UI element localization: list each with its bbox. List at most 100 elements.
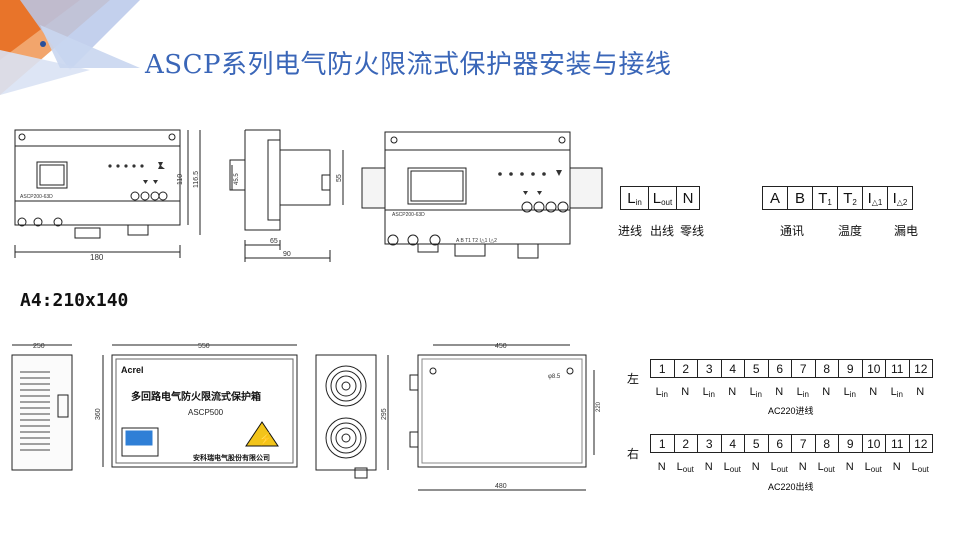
device-front-view: [14, 129, 201, 258]
corner-decoration: [0, 0, 140, 95]
terminal-cell: B: [787, 186, 813, 210]
right-caption: AC220出线: [768, 482, 814, 492]
signal-sub: out: [729, 465, 741, 474]
terminal-cell: Lin: [620, 186, 649, 210]
left-caption: AC220进线: [768, 406, 814, 416]
terminal-number: 11: [885, 434, 910, 453]
signal-main: N: [751, 461, 760, 473]
terminal-number: 10: [861, 359, 886, 378]
signal-main: N: [681, 386, 690, 398]
dim-height-total: 116.5: [193, 171, 200, 188]
terminal-signal: N: [791, 461, 815, 473]
signal-sub: 2: [852, 197, 857, 207]
signal-main: I: [892, 189, 897, 207]
rail-term-labels: A B T1 T2 I△1 I△2: [456, 238, 497, 244]
signal-main: L: [911, 461, 918, 473]
signal-main: N: [892, 461, 901, 473]
dim-box-front-height: 360: [95, 408, 102, 420]
box-company: 安科瑞电气股份有限公司: [193, 453, 270, 462]
terminal-number: 3: [697, 434, 722, 453]
signal-sub: in: [635, 197, 642, 207]
device-side-view: [229, 129, 344, 262]
signal-sub: in: [802, 390, 809, 399]
signal-sub: in: [849, 390, 856, 399]
rail-model-text: ASCP200-63D: [392, 212, 425, 218]
signal-sub: out: [823, 465, 835, 474]
terminal-signal: Lout: [862, 461, 886, 474]
signal-sub: △2: [896, 197, 908, 207]
terminal-signal: Lout: [768, 461, 792, 474]
terminal-signal: N: [862, 386, 886, 398]
terminal-number: 10: [861, 434, 886, 453]
signal-main: L: [702, 386, 709, 398]
dim-box-side-width: 250: [33, 343, 45, 350]
terminal-signal: Lin: [697, 386, 721, 399]
terminal-number: 4: [720, 359, 745, 378]
terminal-signal: Lout: [674, 461, 698, 474]
label-leak: 漏电: [894, 224, 919, 238]
dim-side-depth: 65: [270, 238, 278, 245]
left-side-label: 左: [627, 372, 640, 386]
terminal-number: 2: [673, 359, 698, 378]
terminal-number: 1: [650, 434, 675, 453]
signal-main: L: [655, 386, 662, 398]
signal-main: L: [770, 461, 777, 473]
signal-main: I: [867, 189, 872, 207]
signal-main: N: [822, 386, 831, 398]
box-model: ASCP500: [188, 408, 224, 417]
terminal-signal: Lin: [744, 386, 768, 399]
signal-sub: out: [917, 465, 929, 474]
terminal-number: 12: [908, 359, 933, 378]
terminal-signal: N: [885, 461, 909, 473]
terminal-cell: T1: [812, 186, 838, 210]
label-neutral: 零线: [680, 224, 705, 238]
signal-main: N: [798, 461, 807, 473]
dim-height: 110: [177, 174, 184, 185]
signal-main: N: [657, 461, 666, 473]
terminal-signal: N: [674, 386, 698, 398]
terminal-signal: N: [721, 386, 745, 398]
terminal-signal: Lin: [885, 386, 909, 399]
terminal-signal: N: [650, 461, 674, 473]
signal-main: A: [769, 189, 780, 207]
box-brand: Acrel: [121, 365, 144, 375]
dim-back-c: 220: [596, 401, 602, 412]
terminal-signal: N: [744, 461, 768, 473]
terminal-number: 2: [673, 434, 698, 453]
box-front-view: ⚡: [102, 344, 298, 468]
terminal-number: 6: [767, 434, 792, 453]
dim-box-rear-height: 295: [381, 408, 388, 420]
terminal-signal: N: [838, 461, 862, 473]
box-fan-view: [315, 354, 389, 479]
signal-sub: in: [661, 390, 668, 399]
terminal-cell: I△1: [862, 186, 888, 210]
signal-sub: out: [661, 197, 673, 207]
signal-main: T: [818, 189, 828, 207]
terminal-number: 7: [791, 434, 816, 453]
terminal-cell: I△2: [887, 186, 913, 210]
signal-main: T: [843, 189, 853, 207]
signal-main: B: [794, 189, 805, 207]
signal-main: L: [627, 189, 636, 207]
signal-sub: △1: [871, 197, 883, 207]
terminal-number: 9: [838, 434, 863, 453]
signal-main: L: [723, 461, 730, 473]
signal-main: N: [869, 386, 878, 398]
dim-back-total: 480: [495, 483, 507, 490]
terminal-cell: T2: [837, 186, 863, 210]
signal-main: N: [682, 189, 694, 207]
right-side-label: 右: [627, 447, 640, 461]
terminal-cell: N: [676, 186, 700, 210]
signal-sub: 1: [827, 197, 832, 207]
size-label: A4:210x140: [20, 290, 129, 311]
signal-sub: in: [896, 390, 903, 399]
label-comm: 通讯: [780, 224, 805, 238]
signal-sub: out: [776, 465, 788, 474]
signal-main: N: [845, 461, 854, 473]
page-title: ASCP系列电气防火限流式保护器安装与接线: [145, 50, 672, 80]
